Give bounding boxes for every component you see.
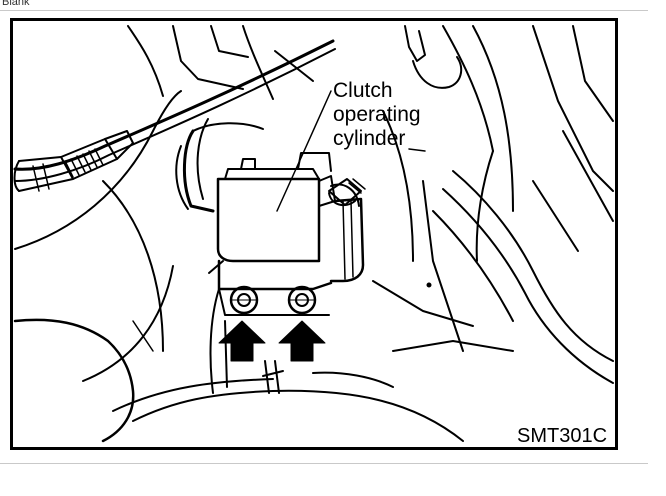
bottom-divider [0, 463, 648, 464]
callout-line-3: cylinder [333, 127, 406, 150]
callout-line-1: Clutch [333, 79, 393, 102]
top-divider [0, 10, 648, 11]
page-header-text: Blank [2, 0, 30, 8]
arrow-up-icon [278, 320, 326, 362]
service-manual-figure: Clutch operating cylinder SMT301C [10, 18, 618, 450]
callout-line-2: operating [333, 103, 421, 126]
callout-label: Clutch operating cylinder [333, 79, 421, 151]
arrow-up-icon [218, 320, 266, 362]
figure-code: SMT301C [517, 425, 608, 447]
clutch-cylinder-illustration [13, 25, 614, 443]
